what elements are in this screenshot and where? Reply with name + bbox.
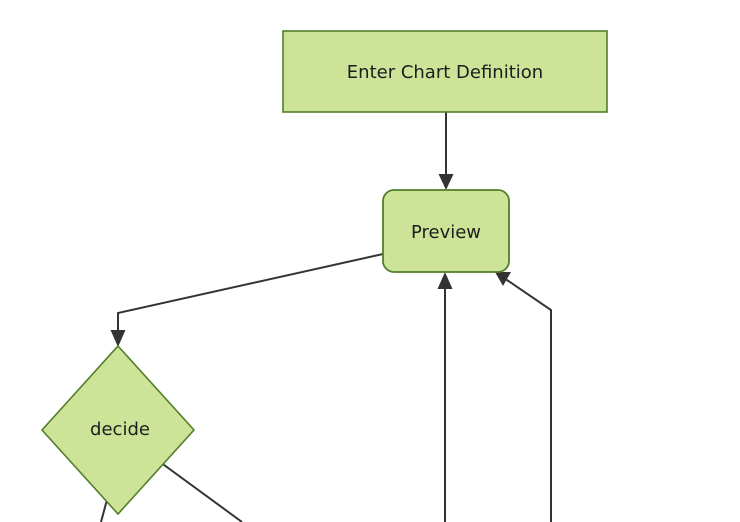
edge-line — [117, 253, 384, 337]
arrow-head-icon — [495, 272, 511, 286]
node-decide[interactable]: decide — [40, 344, 196, 516]
arrow-head-icon — [110, 330, 126, 347]
edge-line — [159, 461, 243, 522]
node-label: Enter Chart Definition — [347, 62, 543, 83]
arrow-head-icon — [438, 174, 454, 190]
node-enter-chart-definition[interactable]: Enter Chart Definition — [282, 30, 608, 113]
arrow-head-icon — [437, 272, 453, 289]
node-shape-rectangle[interactable] — [282, 30, 608, 113]
node-label: decide — [90, 419, 150, 440]
edge-enter-to-preview — [438, 112, 454, 190]
edge-into-preview-right — [495, 272, 552, 522]
edge-decide-out-right — [159, 461, 243, 522]
node-preview[interactable]: Preview — [382, 189, 510, 273]
edge-preview-to-decide — [110, 253, 384, 347]
edge-into-preview-center — [437, 272, 453, 522]
node-shape-rounded-rectangle[interactable] — [382, 189, 510, 273]
edge-line — [503, 277, 552, 522]
node-label: Preview — [411, 222, 481, 243]
node-shape-diamond[interactable] — [40, 344, 196, 516]
